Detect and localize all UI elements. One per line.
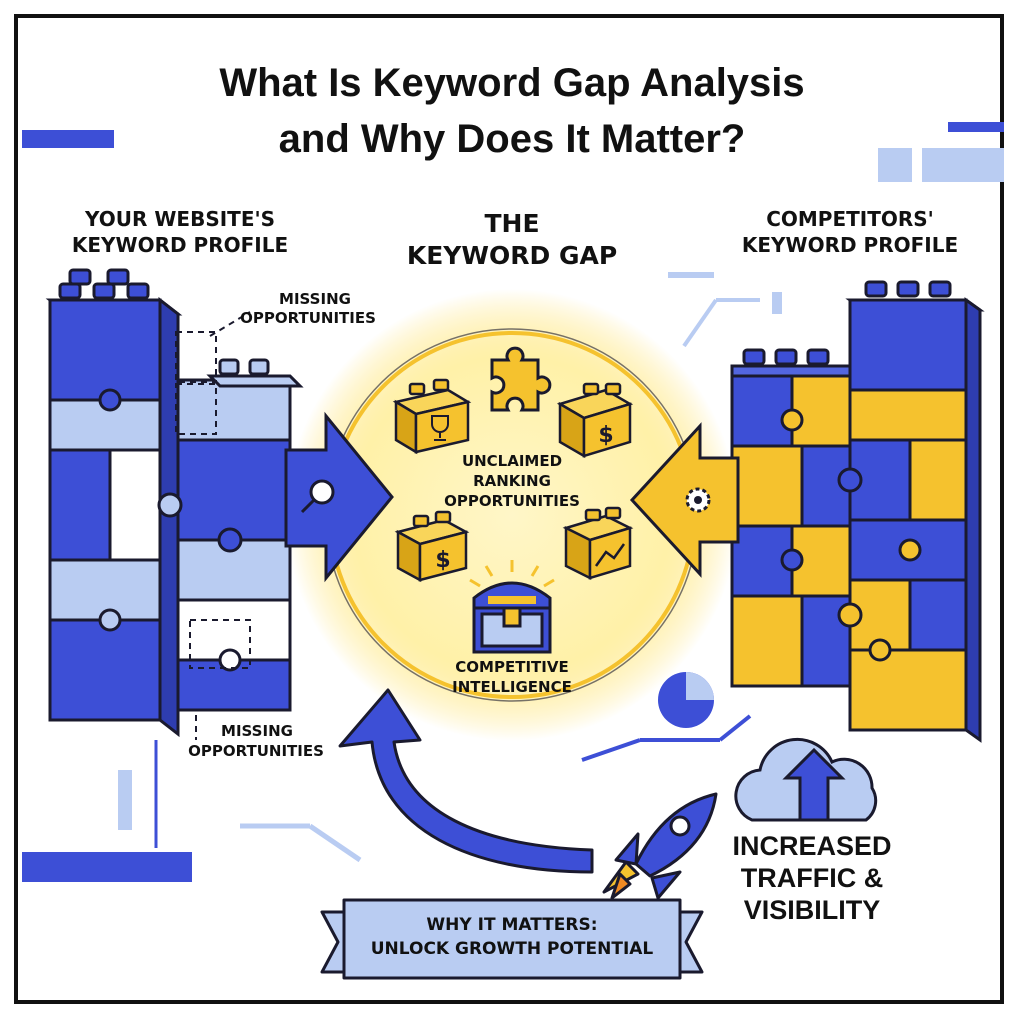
increased-line2: TRAFFIC & xyxy=(740,863,884,893)
competitive-line1: COMPETITIVE xyxy=(455,658,569,676)
banner-ribbon xyxy=(320,898,704,980)
cloud-upload-icon xyxy=(734,737,878,822)
dollar-block-icon: $ xyxy=(394,510,470,583)
page-title-line2: and Why Does It Matter? xyxy=(278,117,746,161)
dollar-icon: $ xyxy=(556,382,634,459)
svg-text:$: $ xyxy=(598,423,613,448)
decorative-bars xyxy=(22,122,1004,882)
trophy-icon xyxy=(392,378,472,455)
missing-top-line1: MISSING xyxy=(279,290,351,308)
increased-line3: VISIBILITY xyxy=(743,895,881,925)
right-heading-line2: KEYWORD PROFILE xyxy=(741,233,959,257)
center-heading-line1: THE xyxy=(484,209,540,238)
svg-text:$: $ xyxy=(435,548,450,573)
banner-line2: UNLOCK GROWTH POTENTIAL xyxy=(370,939,654,959)
pie-chart-icon xyxy=(658,672,714,728)
missing-block-outline xyxy=(175,311,251,740)
left-arrow xyxy=(284,411,394,583)
rocket-icon xyxy=(602,792,718,900)
page-title-line1: What Is Keyword Gap Analysis xyxy=(219,61,805,105)
left-heading-line1: YOUR WEBSITE'S xyxy=(84,207,276,231)
missing-bottom-line2: OPPORTUNITIES xyxy=(188,742,324,760)
increased-line1: INCREASED xyxy=(732,831,892,861)
treasure-chest-icon xyxy=(469,560,555,654)
unclaimed-line1: UNCLAIMED xyxy=(461,452,563,470)
growth-arrow xyxy=(338,688,594,874)
center-heading-line2: KEYWORD GAP xyxy=(406,241,618,270)
missing-bottom-line1: MISSING xyxy=(221,722,293,740)
competitors-wall xyxy=(730,280,985,743)
competitive-line2: INTELLIGENCE xyxy=(452,678,572,696)
gear-icon xyxy=(685,487,711,513)
right-heading-line1: COMPETITORS' xyxy=(766,207,934,231)
unclaimed-line2: RANKING xyxy=(473,472,551,490)
unclaimed-line3: OPPORTUNITIES xyxy=(444,492,580,510)
left-heading-line2: KEYWORD PROFILE xyxy=(71,233,289,257)
right-arrow xyxy=(629,422,740,578)
your-website-wall xyxy=(45,268,304,738)
missing-top-line2: OPPORTUNITIES xyxy=(240,309,376,327)
banner-line1: WHY IT MATTERS: xyxy=(426,915,598,935)
chart-icon xyxy=(562,506,634,581)
magnifier-icon xyxy=(300,479,335,514)
puzzle-piece-icon xyxy=(490,346,552,412)
